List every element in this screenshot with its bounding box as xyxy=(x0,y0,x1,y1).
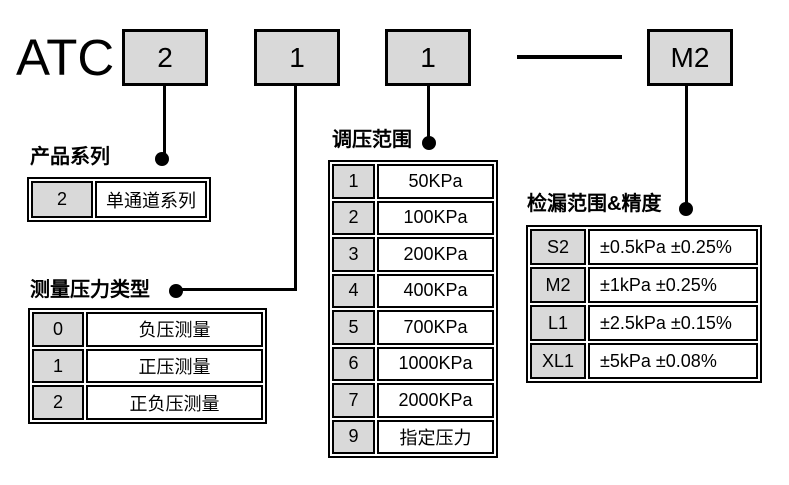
code-cell: 3 xyxy=(332,237,375,272)
connector-pressure-type-hline xyxy=(176,288,297,291)
table-row: XL1 ±5kPa ±0.08% xyxy=(530,343,758,379)
code-box-pressure-type: 1 xyxy=(254,29,340,86)
connector-pressure-range-dot xyxy=(422,136,436,150)
desc-cell: ±2.5kPa ±0.15% xyxy=(588,305,758,341)
desc-cell: 2000KPa xyxy=(377,383,494,418)
table-row: 2 100KPa xyxy=(332,200,494,235)
code-cell: 0 xyxy=(32,312,84,347)
code-cell: M2 xyxy=(530,267,586,303)
desc-cell: 单通道系列 xyxy=(95,181,207,218)
desc-cell: 正压测量 xyxy=(86,348,263,384)
desc-cell: 负压测量 xyxy=(86,312,263,347)
desc-cell: 50KPa xyxy=(377,164,494,199)
desc-cell: ±0.5kPa ±0.25% xyxy=(588,229,758,265)
table-row: 5 700KPa xyxy=(332,310,494,345)
table-row: 9 指定压力 xyxy=(332,419,494,454)
desc-cell: ±1kPa ±0.25% xyxy=(588,267,758,303)
dash-separator xyxy=(517,55,622,59)
connector-pressure-type-dot xyxy=(169,284,183,298)
pressure-range-table: 1 50KPa 2 100KPa 3 200KPa 4 400KPa 5 700… xyxy=(328,160,498,458)
code-cell: 1 xyxy=(32,348,84,384)
desc-cell: 指定压力 xyxy=(377,419,494,454)
table-row: 2 正负压测量 xyxy=(32,385,263,421)
code-box-pressure-range: 1 xyxy=(385,29,471,86)
product-code-prefix: ATC xyxy=(16,29,115,86)
desc-cell: 正负压测量 xyxy=(86,385,263,421)
connector-series-line xyxy=(163,85,166,155)
pressure-type-table: 0 负压测量 1 正压测量 2 正负压测量 xyxy=(28,308,267,424)
connector-pressure-range-line xyxy=(427,85,430,138)
code-cell: 9 xyxy=(332,419,375,454)
desc-cell: 700KPa xyxy=(377,310,494,345)
section-label-pressure-range: 调压范围 xyxy=(332,129,412,151)
table-row: 0 负压测量 xyxy=(32,312,263,347)
desc-cell: 200KPa xyxy=(377,237,494,272)
code-box-leak-accuracy: M2 xyxy=(647,29,733,86)
code-cell: 2 xyxy=(332,200,375,235)
code-box-series: 2 xyxy=(122,29,208,86)
code-cell: 1 xyxy=(332,164,375,199)
code-cell: 7 xyxy=(332,383,375,418)
desc-cell: 1000KPa xyxy=(377,346,494,381)
connector-series-dot xyxy=(155,152,169,166)
section-label-pressure-type: 测量压力类型 xyxy=(30,279,150,301)
code-cell: L1 xyxy=(530,305,586,341)
code-cell: 2 xyxy=(32,385,84,421)
table-row: 2 单通道系列 xyxy=(31,181,207,218)
connector-leak-accuracy-dot xyxy=(679,202,693,216)
code-cell: 5 xyxy=(332,310,375,345)
leak-accuracy-table: S2 ±0.5kPa ±0.25% M2 ±1kPa ±0.25% L1 ±2.… xyxy=(526,225,762,383)
table-row: L1 ±2.5kPa ±0.15% xyxy=(530,305,758,341)
code-cell: S2 xyxy=(530,229,586,265)
desc-cell: ±5kPa ±0.08% xyxy=(588,343,758,379)
code-cell: 4 xyxy=(332,273,375,308)
section-label-leak-accuracy: 检漏范围&精度 xyxy=(527,193,662,215)
table-row: M2 ±1kPa ±0.25% xyxy=(530,267,758,303)
series-table: 2 单通道系列 xyxy=(27,177,211,222)
table-row: 7 2000KPa xyxy=(332,383,494,418)
desc-cell: 100KPa xyxy=(377,200,494,235)
table-row: 1 正压测量 xyxy=(32,348,263,384)
section-label-series: 产品系列 xyxy=(30,146,110,168)
table-row: 6 1000KPa xyxy=(332,346,494,381)
code-cell: 2 xyxy=(31,181,93,218)
code-cell: XL1 xyxy=(530,343,586,379)
desc-cell: 400KPa xyxy=(377,273,494,308)
code-cell: 6 xyxy=(332,346,375,381)
table-row: 1 50KPa xyxy=(332,164,494,199)
table-row: 3 200KPa xyxy=(332,237,494,272)
table-row: 4 400KPa xyxy=(332,273,494,308)
connector-pressure-type-vline xyxy=(294,85,297,291)
connector-leak-accuracy-line xyxy=(685,85,688,204)
table-row: S2 ±0.5kPa ±0.25% xyxy=(530,229,758,265)
